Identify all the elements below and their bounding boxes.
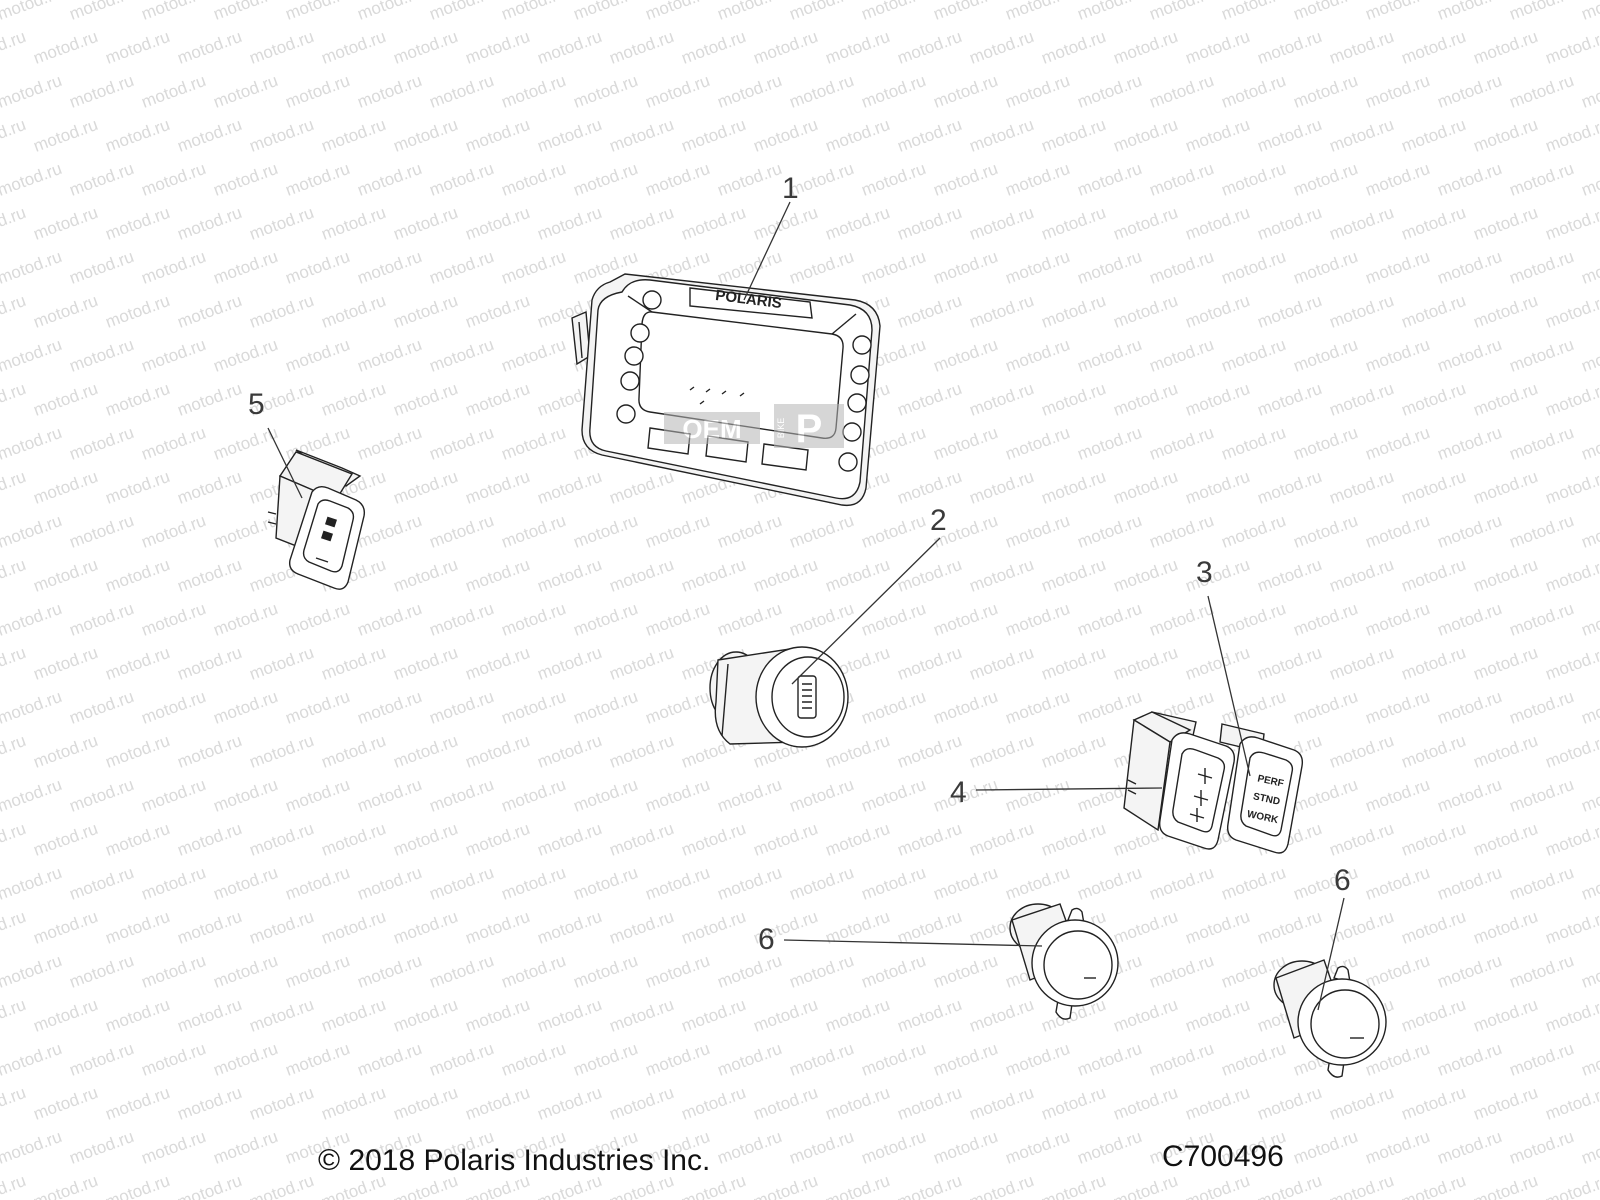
part-5-rocker-switch <box>267 449 366 590</box>
callout-5: 5 <box>248 388 265 421</box>
part-6-plug-left <box>1009 903 1119 1020</box>
leader-lines <box>267 201 1345 1011</box>
part-1-instrument-display: POLARIS <box>571 273 881 507</box>
overlay-logo: OEM P BIKE <box>664 404 844 451</box>
callout-6-right: 6 <box>1334 864 1351 897</box>
part-6-plug-right <box>1273 959 1387 1078</box>
callout-3: 3 <box>1196 556 1213 589</box>
overlay-logo-text-small: BIKE <box>776 418 786 439</box>
callout-4: 4 <box>950 776 967 809</box>
callout-2: 2 <box>930 504 947 537</box>
callout-6-left: 6 <box>758 923 775 956</box>
callout-1: 1 <box>782 172 799 205</box>
overlay-logo-text-b: P <box>796 407 823 451</box>
watermark-text: motod.ru <box>1579 0 1600 24</box>
diagram-code: C700496 <box>1162 1140 1284 1173</box>
copyright-text: © 2018 Polaris Industries Inc. <box>318 1144 711 1177</box>
part-2-key-switch <box>709 646 849 748</box>
overlay-logo-text-a: OEM <box>682 414 741 444</box>
part-3-mode-switch: PERF STND WORK <box>1219 723 1304 854</box>
mode-label-perf: PERF <box>1256 773 1284 789</box>
part-4-drive-switch <box>1123 711 1236 850</box>
